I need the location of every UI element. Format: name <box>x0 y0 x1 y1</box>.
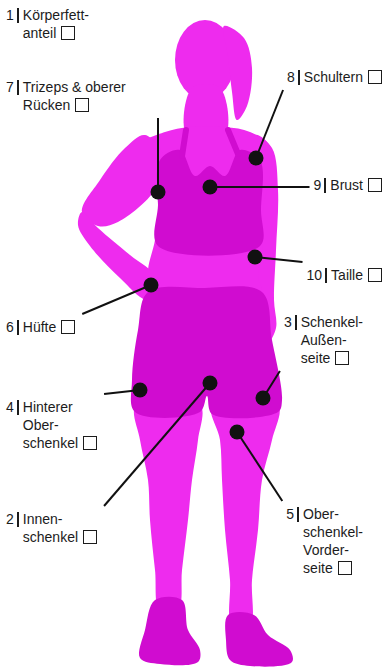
marker-dot <box>256 391 271 406</box>
checkbox <box>83 530 97 544</box>
body-zone-label: Brust <box>330 176 363 194</box>
separator-bar <box>17 512 19 527</box>
shorts <box>131 286 282 418</box>
leader-line <box>104 383 210 506</box>
callout-number: 4 <box>6 398 14 416</box>
callout-label: 5 Ober- schenkel- Vorder- seite <box>286 505 385 577</box>
body-zone-label: Hüfte <box>23 318 56 336</box>
marker-dot <box>249 151 264 166</box>
leader-line <box>157 118 159 192</box>
body-zone-label: Innen- schenkel <box>23 510 78 546</box>
marker-dot <box>144 278 159 293</box>
marker-dot <box>248 250 263 265</box>
body-zone-label: Körperfett- anteil <box>23 6 89 42</box>
callout-number: 2 <box>6 510 14 528</box>
checkbox <box>338 561 352 575</box>
separator-bar <box>17 80 19 95</box>
marker-dot <box>203 180 218 195</box>
separator-bar <box>17 320 19 335</box>
callout-number: 9 <box>314 176 322 194</box>
separator-bar <box>324 178 326 193</box>
left-shoe <box>139 597 201 666</box>
separator-bar <box>297 507 299 522</box>
upper-arm <box>82 135 165 227</box>
body-zone-label: Taille <box>331 266 363 284</box>
ponytail <box>223 26 252 120</box>
body-zone-label: Schenkel- Außen- seite <box>301 313 363 367</box>
separator-bar <box>295 315 297 330</box>
checkbox <box>61 26 75 40</box>
right-leg <box>211 398 280 628</box>
leader-line <box>237 432 282 501</box>
right-shoe <box>225 612 293 667</box>
callout-number: 8 <box>287 68 295 86</box>
marker-dot <box>230 425 245 440</box>
leader-line <box>210 186 310 188</box>
separator-bar <box>17 400 19 415</box>
body-zone-label: Hinterer Ober- schenkel <box>23 398 78 452</box>
forearm <box>78 212 163 301</box>
checkbox <box>368 178 382 192</box>
checkbox <box>368 70 382 84</box>
separator-bar <box>298 70 300 85</box>
separator-bar <box>325 268 327 283</box>
callout-number: 6 <box>6 318 14 336</box>
callout-number: 5 <box>286 505 294 523</box>
body-zone-label: Schultern <box>304 68 363 86</box>
checkbox <box>368 268 382 282</box>
marker-dot <box>203 376 218 391</box>
bra-strap <box>228 130 238 154</box>
callout-number: 3 <box>284 313 292 331</box>
checkbox <box>75 98 89 112</box>
leader-line <box>256 90 283 158</box>
callout-number: 1 <box>6 6 14 24</box>
callout-number: 10 <box>307 266 323 284</box>
bra-strap <box>182 130 186 156</box>
marker-dot <box>133 383 148 398</box>
checkbox <box>83 436 97 450</box>
body-zone-label: Ober- schenkel- Vorder- seite <box>303 505 363 577</box>
separator-bar <box>17 8 19 23</box>
callout-number: 7 <box>6 78 14 96</box>
marker-dot <box>151 185 166 200</box>
checkbox <box>335 351 349 365</box>
leader-line <box>82 285 151 314</box>
sports-bra <box>154 150 263 256</box>
checkbox <box>61 320 75 334</box>
callout-label: 1 Körperfett- anteil <box>6 6 111 42</box>
